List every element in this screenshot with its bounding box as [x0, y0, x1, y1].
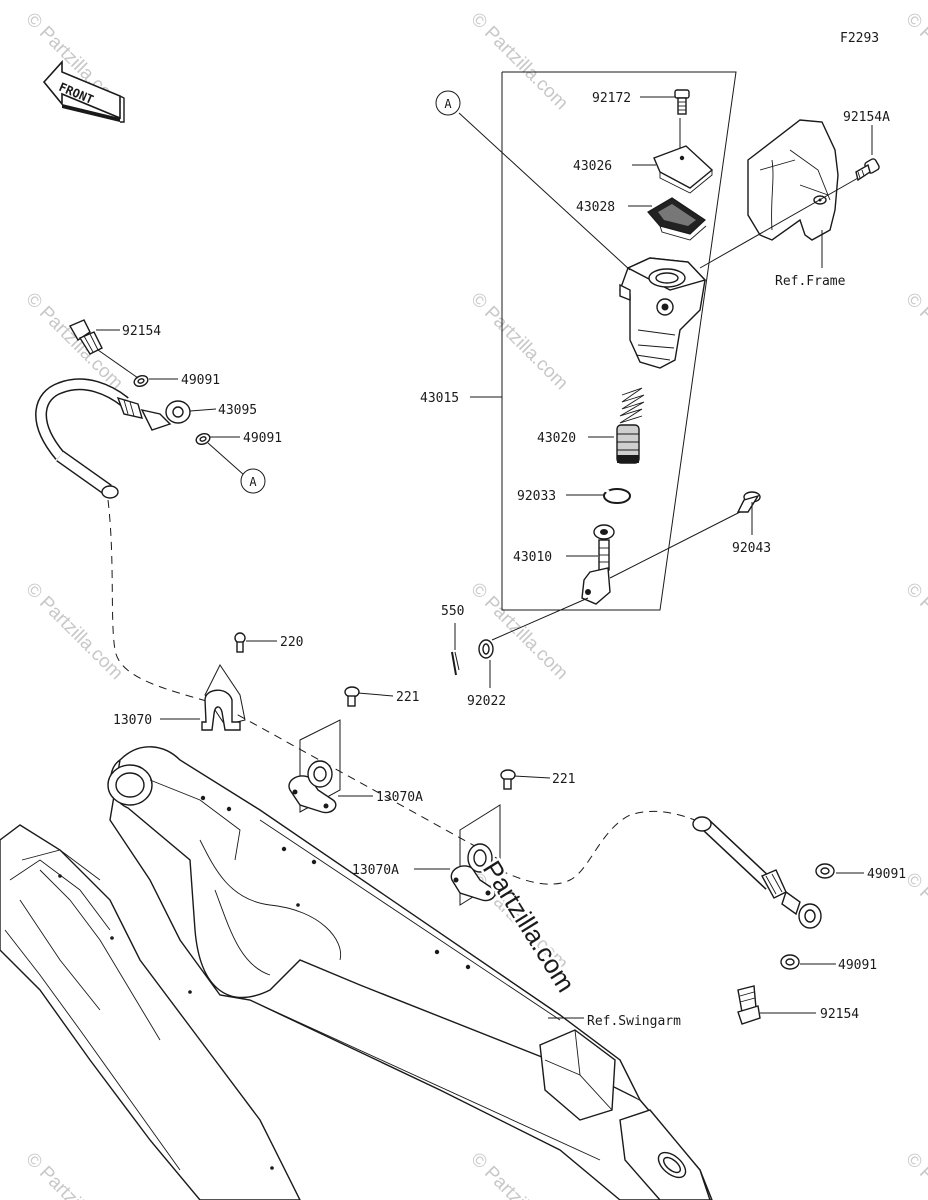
- callout-a-label: A: [444, 97, 452, 111]
- watermark: © Partzilla.com: [21, 579, 126, 684]
- master-cylinder-body: [619, 257, 707, 369]
- part-label-43010: 43010: [513, 550, 552, 565]
- part-label-49091: 49091: [838, 958, 877, 973]
- part-label-13070: 13070: [113, 713, 152, 728]
- watermark: © Partzilla.com: [21, 1149, 126, 1200]
- watermark: © Partzilla.com: [901, 9, 928, 114]
- part-label-43028: 43028: [576, 200, 615, 215]
- part-label-221: 221: [552, 772, 575, 787]
- callout-a-top: A: [435, 90, 461, 116]
- clamp-13070A-a: [288, 686, 360, 814]
- callout-a-label: A: [249, 475, 257, 489]
- cotter-pin-550: [451, 651, 460, 676]
- part-label-92043: 92043: [732, 541, 771, 556]
- leader-lines: [96, 96, 873, 1019]
- pin-92043: [736, 491, 761, 513]
- part-label-92154A: 92154A: [843, 110, 890, 125]
- bolt-92154A: [855, 158, 880, 182]
- part-label-221: 221: [396, 690, 419, 705]
- push-rod-43010: [581, 524, 615, 605]
- reservoir-cap-43026: [653, 145, 714, 194]
- washer-92022: [478, 639, 494, 659]
- clamp-13070: [201, 632, 246, 731]
- part-label-43015: 43015: [420, 391, 459, 406]
- part-label-13070A: 13070A: [376, 790, 423, 805]
- hose-assembly-top: [35, 319, 501, 861]
- part-label-92022: 92022: [467, 694, 506, 709]
- assembly-box-43015: [470, 71, 737, 611]
- watermark: © Partzilla.com: [466, 289, 571, 394]
- watermark: © Partzilla.com: [901, 579, 928, 684]
- piston-spring-43020: [616, 387, 645, 464]
- part-label-49091: 49091: [867, 867, 906, 882]
- part-labels: 92172 43026 43028 92154A Ref.Frame 43015…: [113, 91, 906, 1029]
- diaphragm-43028: [647, 197, 707, 241]
- callout-a-bottom: A: [240, 468, 266, 494]
- watermark: © Partzilla.com: [466, 579, 571, 684]
- screw-92172: [674, 89, 690, 115]
- hose-assembly-bottom: [499, 810, 835, 1025]
- part-label-92033: 92033: [517, 489, 556, 504]
- ref-swingarm-label: Ref.Swingarm: [587, 1014, 681, 1029]
- watermark: © Partzilla.com: [21, 289, 126, 394]
- watermark: © Partzilla.com: [901, 869, 928, 974]
- part-label-92154: 92154: [820, 1007, 859, 1022]
- frame-bracket: [747, 119, 839, 241]
- watermark: © Partzilla.com: [466, 9, 571, 114]
- watermark: © Partzilla.com: [901, 1149, 928, 1200]
- diagram-code: F2293: [840, 31, 879, 46]
- part-label-550: 550: [441, 604, 464, 619]
- part-label-13070A: 13070A: [352, 863, 399, 878]
- part-label-49091: 49091: [181, 373, 220, 388]
- watermark: © Partzilla.com: [901, 289, 928, 394]
- front-arrow-icon: FRONT: [42, 59, 125, 123]
- ref-frame-label: Ref.Frame: [775, 274, 846, 289]
- watermark: © Partzilla.com: [466, 1149, 571, 1200]
- clamp-13070A-b: [450, 769, 516, 906]
- circlip-92033: [603, 488, 631, 504]
- part-label-43095: 43095: [218, 403, 257, 418]
- part-label-43026: 43026: [573, 159, 612, 174]
- part-label-43020: 43020: [537, 431, 576, 446]
- part-label-92154: 92154: [122, 324, 161, 339]
- swingarm: [0, 746, 713, 1200]
- part-label-49091: 49091: [243, 431, 282, 446]
- part-label-92172: 92172: [592, 91, 631, 106]
- part-label-220: 220: [280, 635, 303, 650]
